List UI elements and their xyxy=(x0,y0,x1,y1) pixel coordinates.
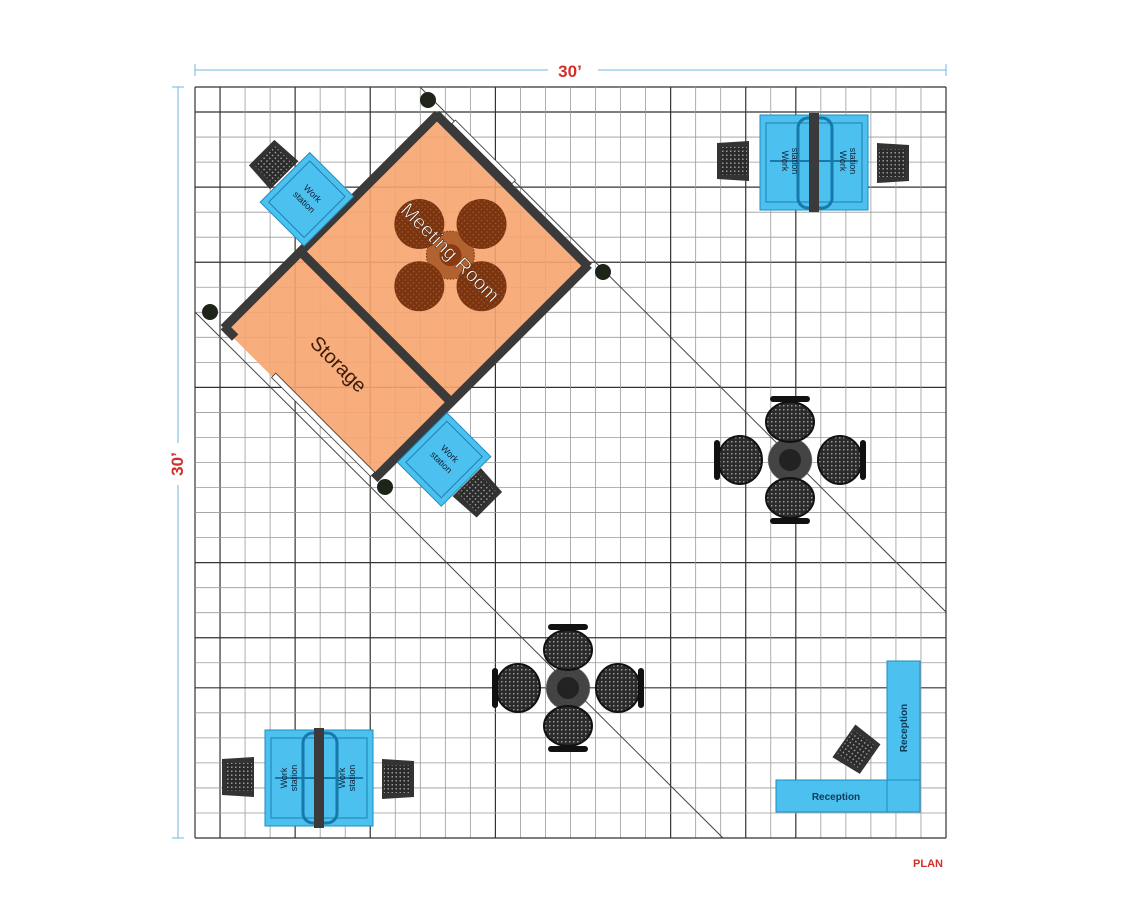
chair-icon xyxy=(717,141,749,181)
ws-label-2: station xyxy=(848,148,858,175)
columns xyxy=(202,92,611,495)
door-meeting xyxy=(451,119,517,185)
meeting-table xyxy=(394,199,507,312)
plan-label: PLAN xyxy=(913,858,943,870)
double-workstation-top-right: Work station Work station xyxy=(759,113,869,212)
ws-label-2: station xyxy=(790,148,800,175)
ws-label-2: station xyxy=(289,765,299,792)
reception-desk: Reception Reception xyxy=(775,660,921,813)
reception-label-vertical: Reception xyxy=(899,704,910,752)
workstation-bottom: Work station xyxy=(396,412,492,507)
ws-label-1: Work xyxy=(780,151,790,172)
chair-icon xyxy=(877,143,909,183)
chair-icon xyxy=(222,757,254,797)
reception-label-horizontal: Reception xyxy=(812,792,860,803)
round-table-right xyxy=(713,395,867,525)
height-label: 30’ xyxy=(168,452,187,476)
ws-label-1: Work xyxy=(279,767,289,788)
round-table-bottom xyxy=(491,623,645,753)
ws-label-1: Work xyxy=(337,767,347,788)
width-label: 30’ xyxy=(558,62,582,81)
room-block: Meeting Room Storage Work station Work s… xyxy=(220,110,592,519)
ws-label-2: station xyxy=(347,765,357,792)
double-workstation-bottom-left: Work station Work station xyxy=(264,728,374,828)
ws-label-1: Work xyxy=(838,151,848,172)
chair-icon xyxy=(382,759,414,799)
door-storage xyxy=(270,372,376,478)
workstation-top-left: Work station xyxy=(259,151,355,247)
dimension-width: 30’ xyxy=(194,62,947,81)
chair-icon xyxy=(832,724,882,776)
dimension-height: 30’ xyxy=(168,86,187,839)
walls xyxy=(220,110,592,483)
